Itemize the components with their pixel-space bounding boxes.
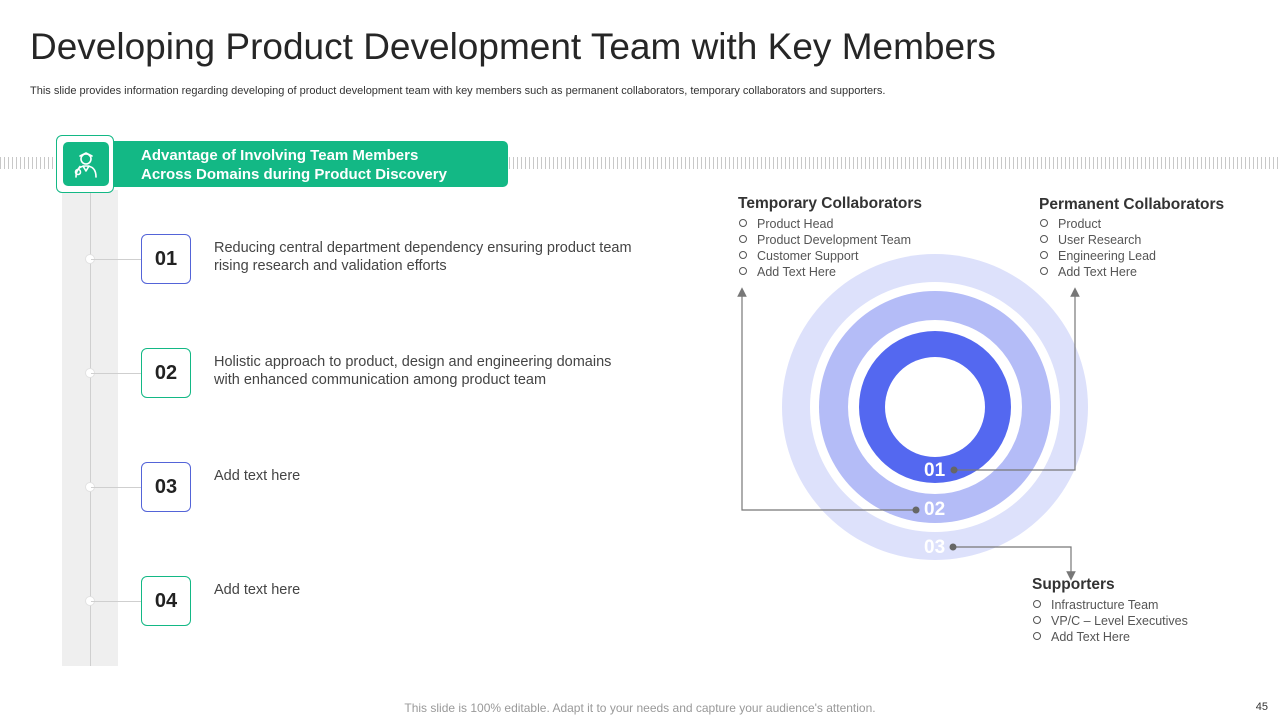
connector-permanent xyxy=(954,287,1080,471)
item-text-3: Add text here xyxy=(214,468,301,484)
ring-number-02: 02 xyxy=(924,499,946,520)
bullet-icon xyxy=(739,251,747,259)
page-number: 45 xyxy=(1255,701,1268,713)
timeline-connector-1 xyxy=(91,259,141,260)
list-item: Product Head xyxy=(739,216,911,232)
ring-number-03: 03 xyxy=(924,537,946,558)
hatch-divider-right xyxy=(509,157,1280,169)
header-icon-box xyxy=(63,142,109,186)
item-number-3: 03 xyxy=(141,462,191,512)
header-banner xyxy=(112,141,508,187)
bullet-icon xyxy=(739,219,747,227)
timeline-connector-3 xyxy=(91,487,141,488)
ring-number-01: 01 xyxy=(924,460,946,481)
temporary-collaborators-title: Temporary Collaborators xyxy=(738,195,923,212)
bullet-icon xyxy=(1033,600,1041,608)
slide-title: Developing Product Development Team with… xyxy=(30,26,996,67)
list-item: Product xyxy=(1040,216,1156,232)
slide-subtitle: This slide provides information regardin… xyxy=(30,85,886,97)
connector-temporary xyxy=(737,287,916,511)
connector-dot-02 xyxy=(912,506,920,514)
bullet-icon xyxy=(1033,632,1041,640)
item-number-4: 04 xyxy=(141,576,191,626)
list-item: Infrastructure Team xyxy=(1033,597,1188,613)
permanent-collaborators-title: Permanent Collaborators xyxy=(1039,196,1225,213)
header-line-1: Advantage of Involving Team Members xyxy=(141,147,419,164)
supporters-title: Supporters xyxy=(1032,576,1115,593)
item-text-4: Add text here xyxy=(214,582,301,598)
bullet-icon xyxy=(1040,219,1048,227)
item-number-1: 01 xyxy=(141,234,191,284)
list-item: Product Development Team xyxy=(739,232,911,248)
header-text: Advantage of Involving Team Members Acro… xyxy=(141,146,447,184)
connector-supporters xyxy=(953,546,1076,581)
list-item: VP/C – Level Executives xyxy=(1033,613,1188,629)
bullet-icon xyxy=(1033,616,1041,624)
slide-footer: This slide is 100% editable. Adapt it to… xyxy=(404,701,876,715)
header-line-2: Across Domains during Product Discovery xyxy=(141,166,447,183)
list-item: Engineering Lead xyxy=(1040,248,1156,264)
temporary-collaborators-list: Product Head Product Development Team Cu… xyxy=(739,216,911,280)
bullet-icon xyxy=(1040,267,1048,275)
bullet-icon xyxy=(739,267,747,275)
bullet-icon xyxy=(1040,235,1048,243)
list-item: Add Text Here xyxy=(1033,629,1188,645)
permanent-collaborators-list: Product User Research Engineering Lead A… xyxy=(1040,216,1156,280)
timeline-line xyxy=(90,190,91,666)
bullet-icon xyxy=(739,235,747,243)
ring-center xyxy=(885,357,985,457)
timeline-connector-2 xyxy=(91,373,141,374)
item-text-2: Holistic approach to product, design and… xyxy=(214,354,612,388)
bullet-icon xyxy=(1040,251,1048,259)
list-item: Add Text Here xyxy=(739,264,911,280)
team-member-icon xyxy=(74,152,97,178)
timeline-connector-4 xyxy=(91,601,141,602)
supporters-list: Infrastructure Team VP/C – Level Executi… xyxy=(1033,597,1188,645)
item-text-1: Reducing central department dependency e… xyxy=(214,240,632,274)
list-item: Customer Support xyxy=(739,248,911,264)
connector-dot-01 xyxy=(950,466,958,474)
list-item: Add Text Here xyxy=(1040,264,1156,280)
hatch-divider-left xyxy=(0,157,56,169)
list-item: User Research xyxy=(1040,232,1156,248)
item-number-2: 02 xyxy=(141,348,191,398)
connector-dot-03 xyxy=(949,543,957,551)
